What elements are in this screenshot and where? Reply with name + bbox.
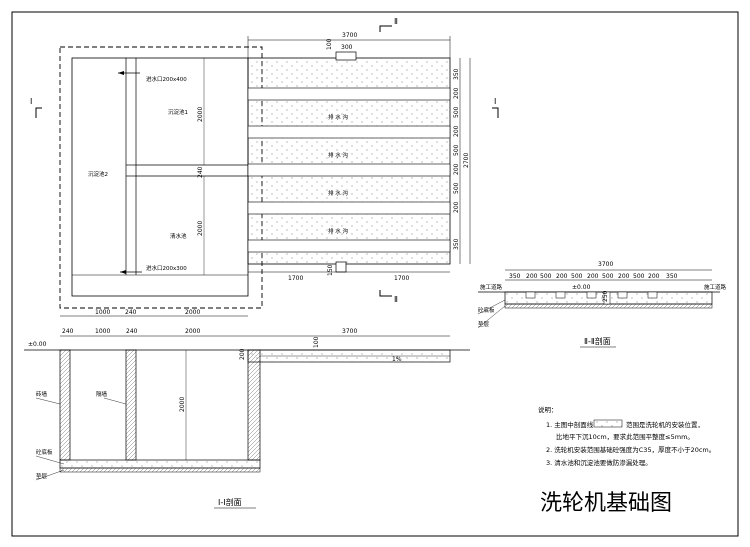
drain-label-1: 排 水 沟 xyxy=(328,113,348,121)
right-dim-3: 200 xyxy=(453,125,460,137)
inlet-top-label: 进水口200x400 xyxy=(146,75,187,83)
s1-dim-2: 240 xyxy=(126,328,138,335)
drain-channel-3 xyxy=(247,163,451,177)
drain-channel-4 xyxy=(247,201,451,215)
s1-dim-4: 3700 xyxy=(342,328,357,335)
drain-channel-1 xyxy=(247,87,451,101)
s2-dim-5: 200 xyxy=(587,273,599,280)
s2-dim-0: 350 xyxy=(509,273,521,280)
section-mark-top: Ⅱ xyxy=(394,17,398,26)
s2-dim-10: 350 xyxy=(666,273,678,280)
s1-left-wall xyxy=(59,349,71,461)
s1-label-slab: 砼底板 xyxy=(36,448,53,456)
drain-channel-5 xyxy=(247,239,451,253)
plan-bottom-dim-1: 240 xyxy=(125,309,137,316)
section2-bedding-label: 垫层 xyxy=(478,320,490,328)
s2-dim-4: 500 xyxy=(571,273,583,280)
s1-bedding xyxy=(59,467,261,473)
drain-label-3: 排 水 沟 xyxy=(328,189,348,197)
top-notch xyxy=(335,51,357,61)
dim-2000-a: 2000 xyxy=(197,107,204,122)
s1-dim-0: 240 xyxy=(62,328,74,335)
s1-dim-1: 1000 xyxy=(95,328,110,335)
s1-depth: 2000 xyxy=(179,397,186,412)
s2-dim-1: 200 xyxy=(526,273,538,280)
dim-bottom-right: 1700 xyxy=(394,275,409,282)
section-2-2: 3700 350 200 500 200 500 200 500 200 500… xyxy=(477,261,727,348)
drain-channel-2 xyxy=(247,125,451,139)
notes-line-1b: 范围是洗轮机的安装位置， xyxy=(626,420,704,429)
section2-total: 3700 xyxy=(598,261,613,268)
section1-caption: Ⅰ-Ⅰ剖面 xyxy=(218,497,242,507)
section2-road-right: 施工道路 xyxy=(704,283,727,291)
dim-bottom-left: 1700 xyxy=(288,275,303,282)
right-dim-0: 350 xyxy=(453,68,460,80)
s1-base-slab xyxy=(59,459,261,469)
notes-heading: 说明： xyxy=(538,405,558,414)
right-dim-chain: 350 200 500 200 500 200 500 200 350 xyxy=(453,68,460,250)
section2-slab-label: 砼底板 xyxy=(478,306,495,314)
section-mark-right: Ⅰ xyxy=(494,97,496,106)
dim-notch-depth: 100 xyxy=(326,38,333,50)
right-dim-5: 200 xyxy=(453,163,460,175)
s1-level: ±0.00 xyxy=(28,341,47,348)
hatch-legend-swatch xyxy=(593,419,623,428)
dim-top-total: 3700 xyxy=(342,32,357,39)
dim-2000-b: 2000 xyxy=(197,221,204,236)
s1-slope: 1% xyxy=(392,356,402,363)
notes-block: 说明： 1. 主图中剖面线 范围是洗轮机的安装位置， 比地平下沉10cm，要求此… xyxy=(538,405,715,467)
dim-notch-width: 300 xyxy=(341,44,353,51)
tank-1-label: 沉淀池1 xyxy=(168,108,188,116)
s2-dim-8: 500 xyxy=(633,273,645,280)
s1-slab-200: 200 xyxy=(239,348,246,360)
s2-dim-7: 200 xyxy=(618,273,630,280)
s2-dim-6: 500 xyxy=(602,273,614,280)
section-mark-left: Ⅰ xyxy=(30,97,32,106)
notes-line-3: 2. 洗轮机安装范围基础砼强度为C35，厚度不小于20cm。 xyxy=(546,445,715,454)
right-dim-6: 500 xyxy=(453,182,460,194)
dim-bottom-notch-depth: 150 xyxy=(327,264,334,276)
right-dim-7: 200 xyxy=(453,201,460,213)
section2-depth: 250 xyxy=(602,290,609,302)
s1-label-bedding: 垫层 xyxy=(36,472,48,480)
bottom-notch xyxy=(335,261,347,273)
section2-road-left: 施工道路 xyxy=(480,283,503,291)
notes-line-1: 1. 主图中剖面线 xyxy=(546,420,594,429)
drain-label-2: 排 水 沟 xyxy=(328,151,348,159)
section-1-1: 240 1000 240 2000 3700 ±0.00 200 100 1% … xyxy=(24,328,470,509)
section2-level: ±0.00 xyxy=(572,284,591,291)
plan-view: 进水口200x400 进水口200x300 沉淀池1 沉淀池2 清水池 2000… xyxy=(30,17,499,317)
s2-dim-2: 500 xyxy=(540,273,552,280)
section-mark-bottom: Ⅱ xyxy=(394,295,398,304)
s1-right-wall xyxy=(247,349,261,461)
drain-label-4: 排 水 沟 xyxy=(328,227,348,235)
notes-line-4: 3. 清水池和沉淀池要做防渗漏处理。 xyxy=(546,458,652,467)
section2-caption: Ⅱ-Ⅱ剖面 xyxy=(584,336,611,346)
s2-dim-3: 200 xyxy=(556,273,568,280)
s2-dim-9: 200 xyxy=(648,273,660,280)
right-dim-1: 200 xyxy=(453,87,460,99)
s1-label-partition: 隔墙 xyxy=(96,390,108,398)
clear-water-tank-label: 清水池 xyxy=(170,232,187,240)
notes-line-2: 比地平下沉10cm，要求此范围平整度≤5mm。 xyxy=(556,432,694,441)
right-dim-4: 500 xyxy=(453,144,460,156)
right-dim-8: 350 xyxy=(453,238,460,250)
drawing-title: 洗轮机基础图 xyxy=(540,491,672,516)
section2-bedding xyxy=(504,303,713,309)
s1-label-brick-wall: 砖墙 xyxy=(36,390,48,398)
s1-dim-3: 2000 xyxy=(185,328,200,335)
plan-bottom-dim-2: 2000 xyxy=(185,309,200,316)
dim-right-total: 2700 xyxy=(463,153,470,168)
s1-slab-100: 100 xyxy=(313,336,320,348)
inlet-bottom-label: 进水口200x300 xyxy=(146,264,187,272)
dim-240: 240 xyxy=(197,166,204,178)
sheet-border xyxy=(11,11,739,537)
tank-2-label: 沉淀池2 xyxy=(88,170,108,178)
plan-bottom-dim-0: 1000 xyxy=(95,309,110,316)
s1-partition-wall xyxy=(125,349,137,461)
section2-dim-chain: 350 200 500 200 500 200 500 200 500 200 … xyxy=(509,273,678,280)
right-dim-2: 500 xyxy=(453,106,460,118)
